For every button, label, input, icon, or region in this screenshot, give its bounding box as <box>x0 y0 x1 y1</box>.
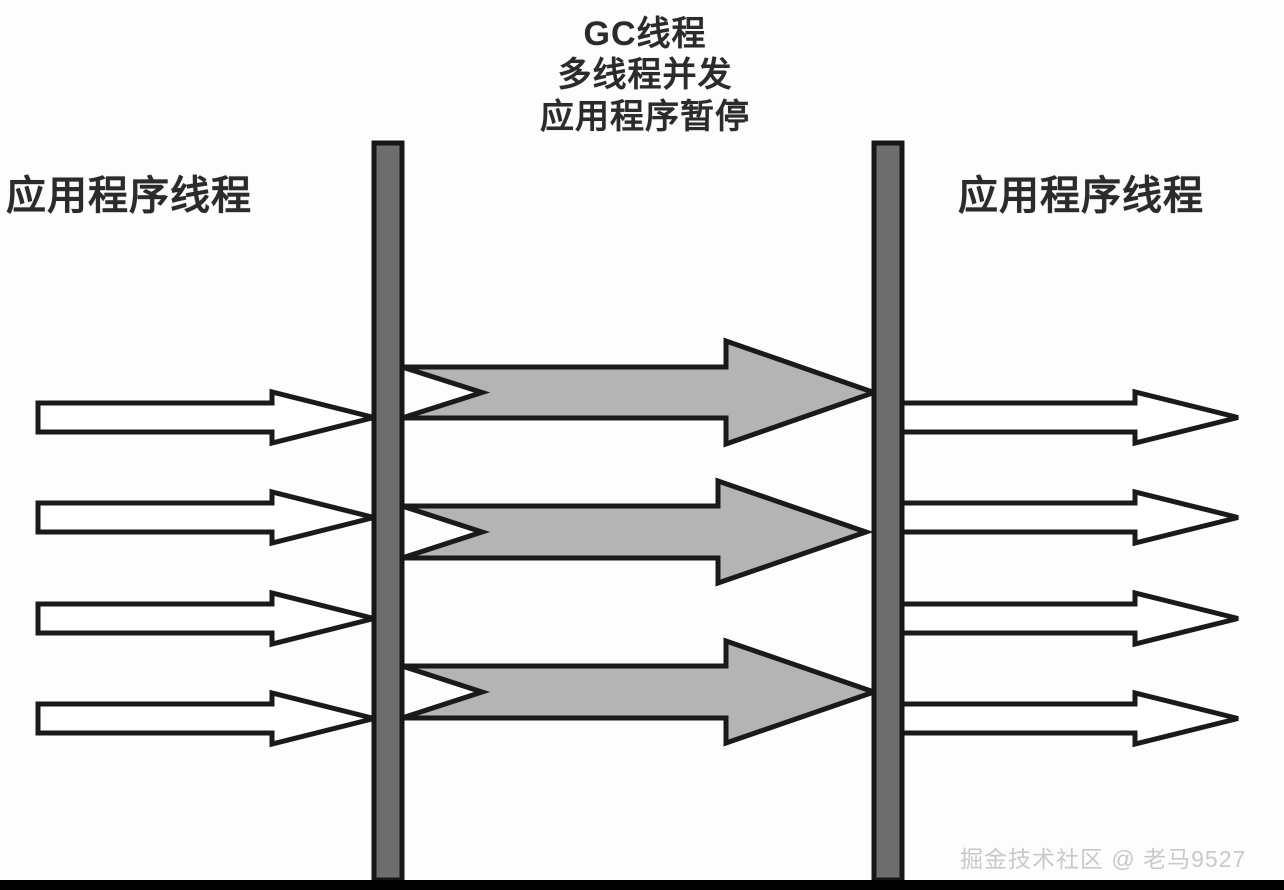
application-thread-label-right: 应用程序线程 <box>958 174 1204 218</box>
application-arrow-right-4 <box>899 689 1239 748</box>
safepoint-bar-left <box>371 140 405 883</box>
gc-thread-arrow-3 <box>401 637 882 747</box>
application-arrow-left-3 <box>35 589 375 648</box>
gc-phase-title: GC线程 多线程并发 应用程序暂停 <box>420 14 870 138</box>
application-arrow-right-2 <box>899 488 1239 547</box>
watermark-text: 掘金技术社区 @ 老马9527 <box>960 846 1247 872</box>
gc-thread-arrow-1 <box>401 337 882 448</box>
safepoint-bar-right <box>871 140 905 883</box>
application-arrows-left <box>35 388 375 748</box>
application-arrow-right-3 <box>899 589 1239 648</box>
safepoint-bars <box>371 140 905 883</box>
gc-thread-arrows <box>401 337 882 747</box>
application-arrow-left-2 <box>35 488 375 547</box>
application-arrow-right-1 <box>899 388 1239 447</box>
gc-thread-arrow-2 <box>401 477 874 587</box>
gc-title-line-2: 多线程并发 <box>557 56 733 95</box>
gc-title-line-3: 应用程序暂停 <box>540 97 750 136</box>
application-thread-label-left: 应用程序线程 <box>6 174 252 218</box>
application-arrow-left-4 <box>35 689 375 748</box>
gc-title-line-1: GC线程 <box>583 15 707 53</box>
bottom-strip <box>0 880 1284 890</box>
application-arrows-right <box>899 388 1239 748</box>
application-arrow-left-1 <box>35 388 375 447</box>
